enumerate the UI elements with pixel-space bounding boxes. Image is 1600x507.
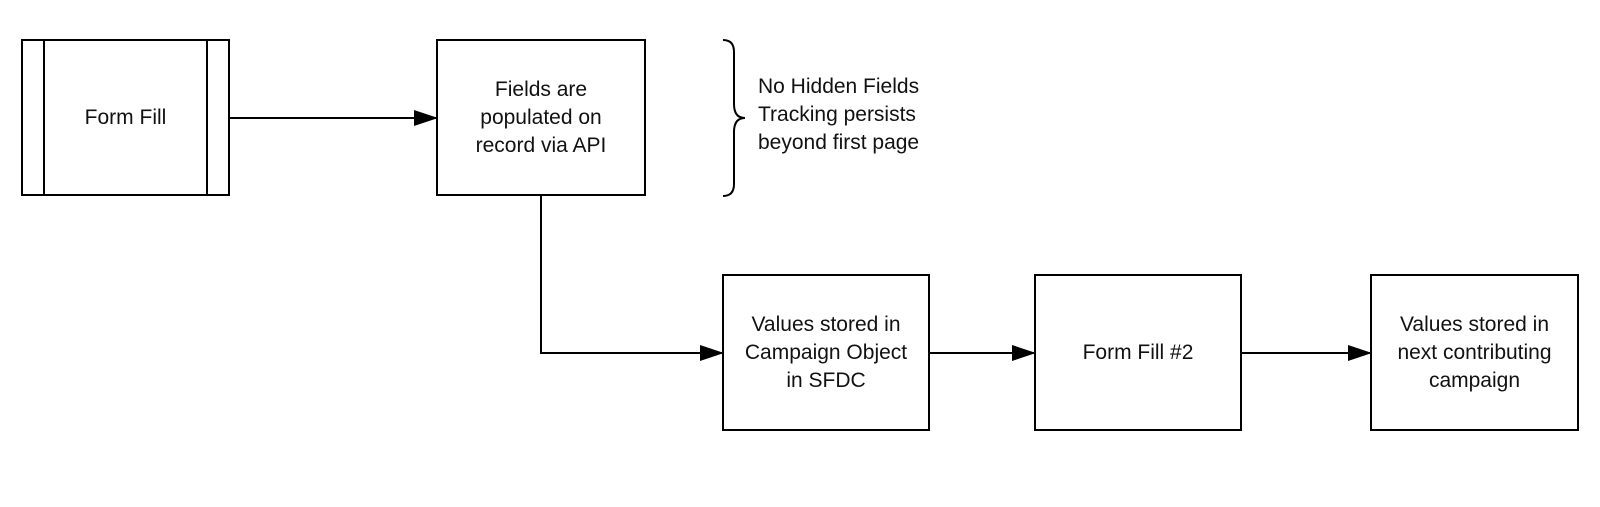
annotation-line-3: beyond first page (758, 131, 920, 154)
values-stored-campaign-line-2: Campaign Object (744, 340, 908, 364)
annotation-note: No Hidden Fields Tracking persists beyon… (758, 73, 919, 157)
values-stored-next-line-2: next contributing (1397, 340, 1552, 364)
predef-left-bar (43, 41, 45, 194)
values-stored-next-node: Values stored in next contributing campa… (1370, 274, 1579, 431)
form-fill-2-label: Form Fill #2 (1082, 340, 1194, 364)
annotation-line-1: No Hidden Fields (758, 75, 920, 98)
values-stored-next-line-1: Values stored in (1399, 312, 1549, 336)
form-fill-label: Form Fill (84, 105, 167, 129)
values-stored-campaign-node: Values stored in Campaign Object in SFDC (722, 274, 930, 431)
values-stored-next-line-3: campaign (1428, 368, 1521, 392)
form-fill-2-node: Form Fill #2 (1034, 274, 1242, 431)
values-stored-campaign-line-3: in SFDC (786, 368, 866, 392)
form-fill-node: Form Fill (21, 39, 230, 196)
fields-populated-line-3: record via API (475, 133, 607, 157)
values-stored-campaign-line-1: Values stored in (751, 312, 901, 336)
fields-populated-line-2: populated on (480, 105, 602, 129)
fields-populated-line-1: Fields are (494, 77, 588, 101)
fields-populated-node: Fields are populated on record via API (436, 39, 646, 196)
arrow-fields-to-campaign (540, 196, 724, 361)
curly-brace (722, 39, 746, 197)
predef-right-bar (206, 41, 208, 194)
annotation-line-2: Tracking persists (758, 103, 916, 126)
